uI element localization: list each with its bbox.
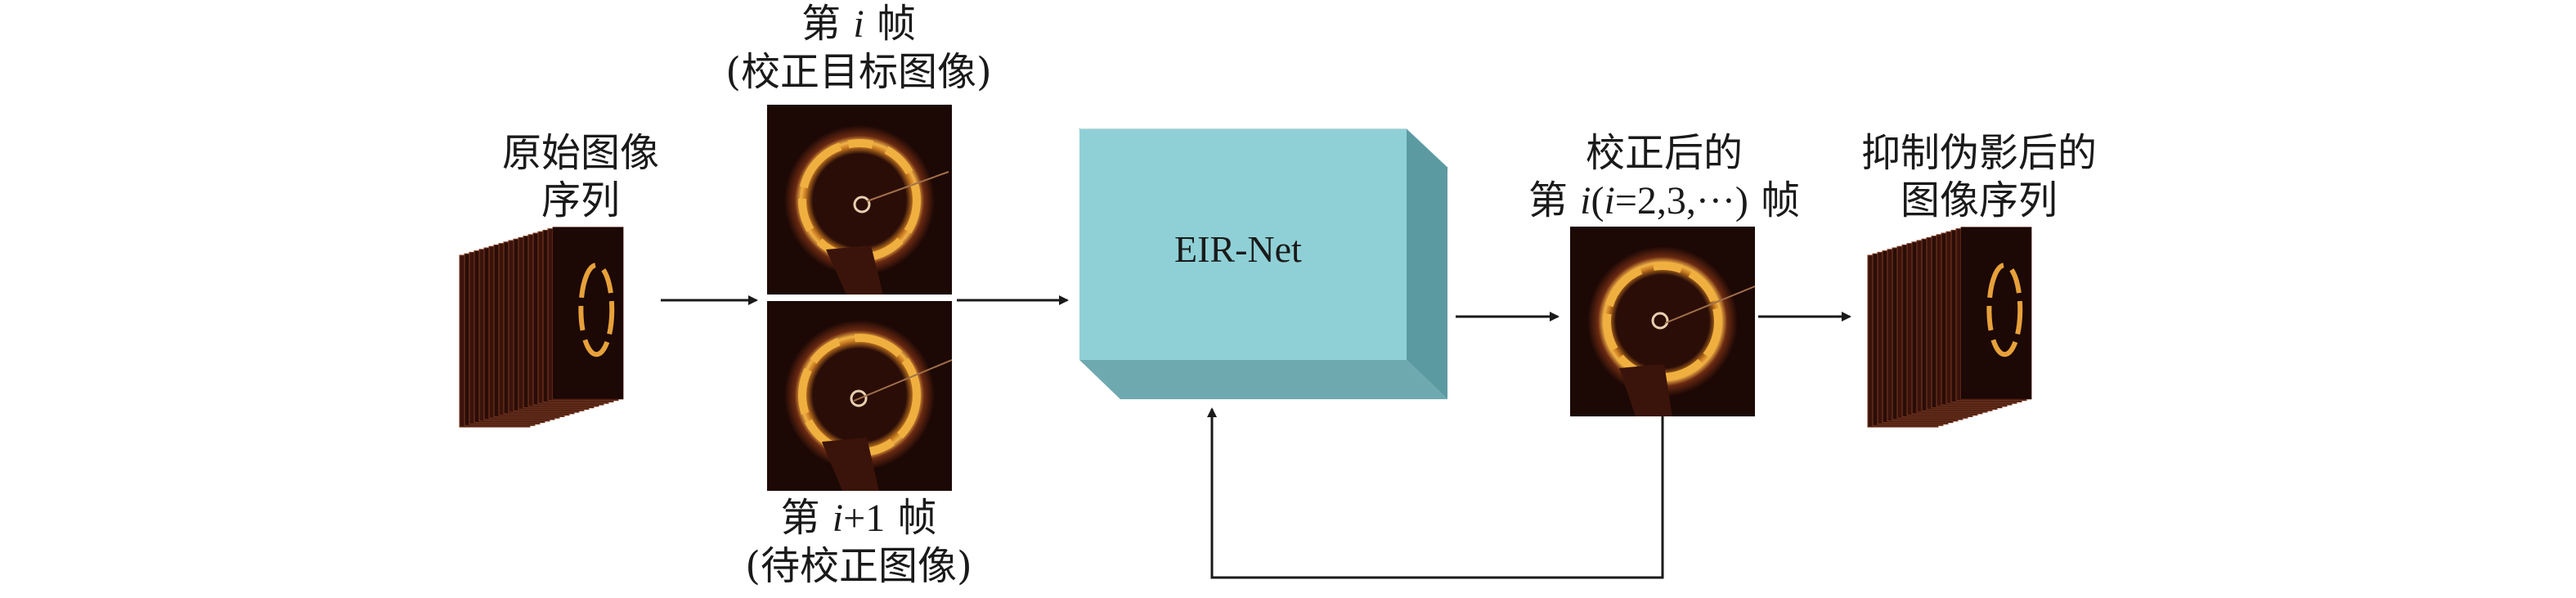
corrected-frame-label: 校正后的 第 i(i=2,3,···) 帧	[1528, 130, 1801, 223]
input-sequence-label: 原始图像 序列	[501, 130, 659, 223]
frame-i-image	[767, 105, 952, 295]
output-image-stack	[1867, 227, 2032, 428]
frame-i-plus-1-caption: (待校正图像)	[745, 543, 972, 589]
frame-i-caption: (校正目标图像)	[725, 49, 992, 95]
eir-net-title: EIR-Net	[1174, 228, 1302, 270]
frame-i-label: 第 i 帧 (校正目标图像)	[720, 0, 998, 96]
eir-net-box	[1078, 128, 1449, 399]
corrected-frame-image	[1570, 227, 1756, 416]
input-stack-vessel-ring	[578, 263, 615, 357]
frame-i-plus-1-image	[767, 301, 953, 491]
input-image-stack	[459, 227, 624, 428]
frame-i-plus-1-label: 第 i+1 帧 (待校正图像)	[703, 494, 1014, 590]
output-stack-vessel-ring	[1986, 263, 2023, 357]
feedback-arrow	[1207, 407, 1664, 579]
output-sequence-label: 抑制伪影后的 图像序列	[1860, 130, 2097, 223]
